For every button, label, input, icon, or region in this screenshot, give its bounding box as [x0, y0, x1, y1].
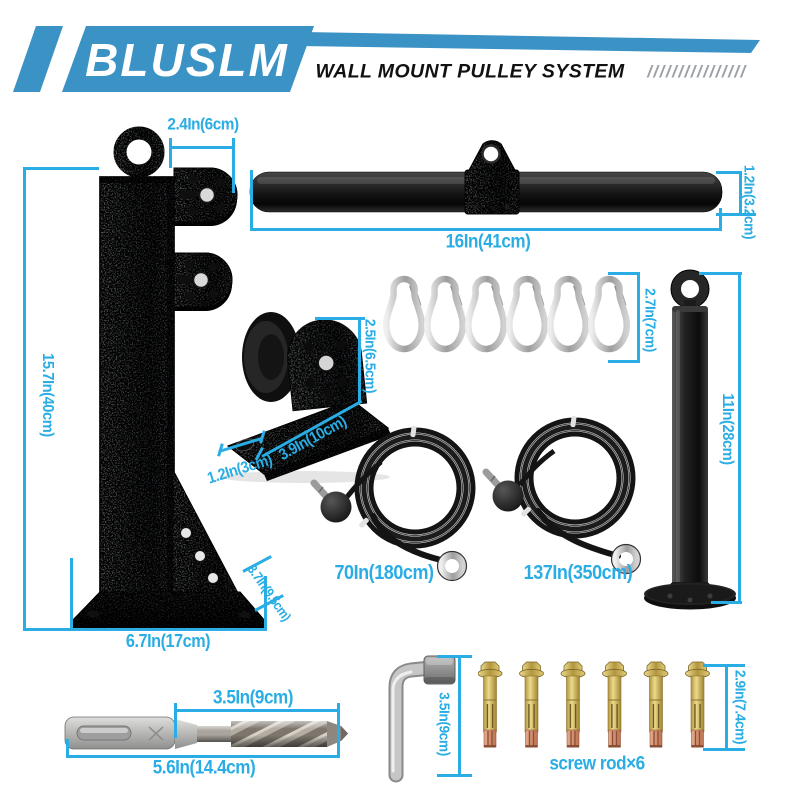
dimension-line: [174, 703, 177, 738]
dimension-line: [23, 167, 26, 631]
drill-bit-illustration: [64, 716, 348, 750]
dim-label-cable-short: 70In(180cm): [334, 562, 434, 584]
cable-ball-stop-icon: [492, 480, 524, 512]
dimension-line: [70, 558, 73, 631]
carabiners-illustration: [382, 268, 647, 368]
dimension-line: [711, 601, 742, 604]
pin-eye-icon: [671, 270, 709, 308]
dimension-line: [23, 628, 72, 631]
eye-ring-icon: [113, 126, 165, 178]
dimension-line: [66, 755, 339, 758]
screw-rods-illustration: [478, 661, 711, 749]
dim-label-drill-flute: 3.5In(9cm): [212, 687, 294, 709]
dimension-line: [70, 628, 267, 631]
dimension-line: [66, 739, 69, 758]
dim-label-pin-height: 11In(28cm): [719, 393, 736, 465]
dimension-line: [739, 171, 742, 216]
dimension-line: [703, 748, 745, 751]
dimension-line: [608, 360, 640, 363]
dimension-line: [337, 703, 340, 758]
dim-label-bracket-tab: 2.4In(6cm): [167, 114, 239, 134]
banner-main-shape: [62, 26, 314, 92]
dimension-line: [699, 272, 742, 275]
dimension-line: [250, 170, 253, 231]
dimension-line: [437, 774, 472, 777]
dimension-line: [170, 146, 234, 149]
dimension-line: [719, 208, 722, 231]
dim-label-wrench: 3.5In(9cm): [435, 692, 453, 756]
dimension-line: [725, 664, 728, 751]
socket-wrench-illustration: [388, 655, 456, 783]
loading-pin-illustration: [644, 269, 736, 610]
product-title: WALL MOUNT PULLEY SYSTEM: [315, 60, 625, 83]
dim-label-bar-diameter: 1.2In(3.2cm): [740, 164, 758, 240]
dim-label-bracket-base: 6.7In(17cm): [125, 631, 211, 651]
brand-logo-text: BLUSLM: [85, 34, 289, 86]
short-cable-illustration: [310, 426, 476, 582]
dimension-line: [458, 655, 461, 777]
dimension-line: [358, 317, 361, 403]
dim-label-cable-long: 137In(350cm): [523, 562, 633, 584]
dim-label-pulley-height: 2.5In(6.5cm): [361, 318, 379, 394]
wall-bracket-illustration: [69, 126, 268, 631]
dimension-line: [315, 317, 365, 320]
dimension-line: [23, 167, 99, 170]
dim-label-screw: 2.9In(7.4cm): [731, 669, 749, 745]
dim-label-bar-length: 16In(41cm): [445, 231, 531, 253]
brand-banner: [13, 26, 760, 92]
slashes-decoration: ////////////////: [647, 62, 747, 81]
screw-rod-count-label: screw rod×6: [549, 753, 645, 775]
dimension-line: [738, 272, 741, 604]
dimension-line: [437, 655, 472, 658]
dimension-line: [716, 213, 756, 216]
bar-eye-hole-icon: [481, 144, 501, 164]
long-cable-illustration: [482, 416, 642, 575]
dimension-line: [637, 272, 640, 363]
dimension-line: [250, 228, 722, 231]
dim-label-drill-total: 5.6In(14.4cm): [152, 757, 256, 779]
dim-label-bracket-height: 15.7In(40cm): [39, 353, 56, 437]
dimension-line: [232, 138, 235, 193]
dimension-line: [608, 272, 640, 275]
dimension-line: [703, 664, 745, 667]
dimension-line: [175, 709, 339, 712]
banner-slash-shape: [13, 26, 63, 92]
cable-ball-stop-icon: [320, 491, 352, 523]
dimension-line: [169, 138, 172, 168]
pulldown-bar-illustration: [249, 140, 723, 215]
dim-label-carabiner: 2.7In(7cm): [641, 288, 659, 352]
dimension-line: [716, 171, 742, 174]
banner-stripe: [299, 32, 760, 53]
